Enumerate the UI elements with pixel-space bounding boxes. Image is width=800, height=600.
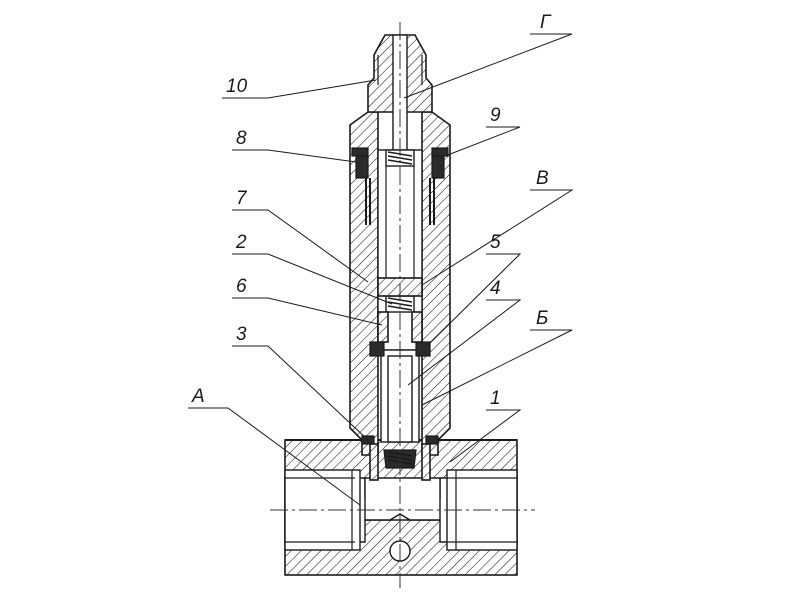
label-9: 9 (490, 105, 501, 126)
label-7: 7 (236, 188, 248, 209)
valve-seat-3 (361, 435, 439, 481)
label-6: 6 (236, 276, 247, 297)
leader-lines (188, 33, 574, 506)
label-4: 4 (490, 278, 501, 299)
label-8: 8 (236, 128, 247, 149)
label-A: А (191, 386, 205, 407)
label-5: 5 (490, 232, 501, 253)
label-G: Г (540, 12, 552, 33)
label-2: 2 (235, 232, 247, 253)
side-studs (365, 178, 435, 225)
seal-left-8 (351, 147, 369, 179)
label-1: 1 (490, 388, 501, 409)
seal-rings-5-6 (369, 311, 431, 357)
upper-spring (385, 149, 415, 280)
label-V: В (536, 168, 549, 189)
label-B: Б (536, 308, 548, 329)
label-10: 10 (226, 76, 248, 97)
label-3: 3 (236, 324, 247, 345)
seal-right-9 (431, 147, 449, 179)
